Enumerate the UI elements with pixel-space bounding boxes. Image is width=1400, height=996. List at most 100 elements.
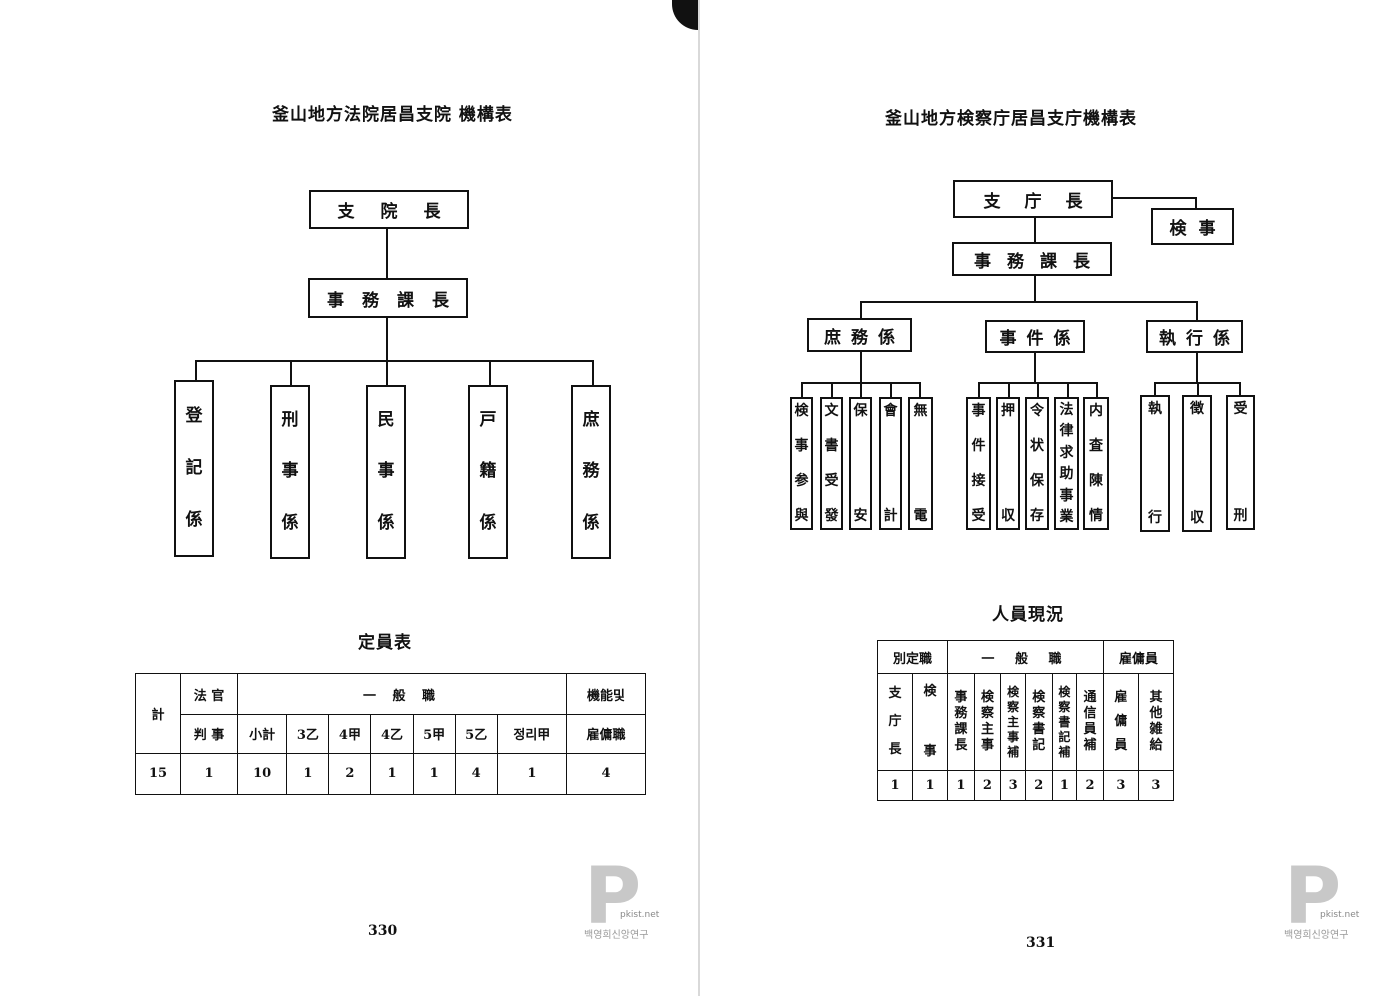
unit-char: 會 bbox=[883, 403, 898, 419]
left-page: 釜山地方法院居昌支院 機構表 支 院 長 事 務 課 長 登 記 係 刑 事 係… bbox=[135, 105, 660, 941]
unit-family-register: 戸 籍 係 bbox=[468, 385, 508, 559]
unit-char: 査 bbox=[1089, 438, 1103, 454]
unit-registry: 登 記 係 bbox=[174, 380, 214, 557]
section-execution: 執 行 係 bbox=[1146, 320, 1243, 353]
connector bbox=[592, 360, 594, 386]
unit-execution: 執 行 bbox=[1140, 395, 1170, 532]
unit-char: 存 bbox=[1030, 508, 1044, 524]
unit-char: 事 bbox=[281, 461, 299, 482]
unit-char: 状 bbox=[1030, 438, 1044, 454]
watermark-logo: P pkist.net 백영희신앙연구 bbox=[1284, 858, 1364, 941]
col-admin-chief: 事務課長 bbox=[947, 673, 975, 771]
page-number: 331 bbox=[1026, 935, 1056, 951]
unit-char: 令 bbox=[1030, 403, 1044, 419]
table-cell: 1 bbox=[286, 752, 330, 796]
connector bbox=[1195, 197, 1197, 210]
unit-case-intake: 事 件 接 受 bbox=[966, 397, 991, 530]
box-char: 事 bbox=[999, 329, 1017, 349]
col-prosecutor: 検事 bbox=[911, 673, 949, 771]
col-char: 察 bbox=[1058, 699, 1071, 714]
connector bbox=[919, 382, 921, 398]
table-cell: 1 bbox=[947, 769, 975, 802]
box-char: 庶 bbox=[824, 327, 841, 348]
watermark-korean: 백영희신앙연구 bbox=[1284, 930, 1349, 941]
col-char: 検 bbox=[923, 683, 937, 699]
box-char: 件 bbox=[1026, 329, 1044, 349]
col-char: 検 bbox=[980, 689, 994, 705]
box-admin-chief: 事 務 課 長 bbox=[952, 242, 1112, 276]
connector bbox=[195, 360, 197, 382]
col-char: 記 bbox=[1032, 738, 1046, 754]
col-char: 主 bbox=[980, 722, 994, 737]
watermark-site: pkist.net bbox=[1320, 910, 1360, 920]
table-cell: 1 bbox=[877, 769, 913, 802]
box-char: 行 bbox=[1186, 329, 1203, 349]
unit-char: 保 bbox=[853, 403, 868, 419]
unit-accounting: 會 計 bbox=[879, 397, 902, 530]
unit-char: 陳 bbox=[1089, 473, 1103, 489]
unit-char: 受 bbox=[971, 508, 986, 524]
col-prosecution-clerk: 検察書記 bbox=[1024, 673, 1053, 771]
box-char: 長 bbox=[432, 290, 449, 311]
unit-char: 係 bbox=[479, 512, 497, 533]
group-judges: 法 官 bbox=[180, 672, 238, 716]
box-char: 検 bbox=[1169, 219, 1187, 239]
unit-char: 與 bbox=[794, 508, 809, 524]
table-cell: 1 bbox=[370, 752, 414, 796]
col-char: 書 bbox=[1058, 714, 1071, 729]
box-char: 務 bbox=[1007, 251, 1024, 272]
connector bbox=[386, 228, 388, 278]
group-general: 一 般 職 bbox=[237, 672, 567, 716]
box-char: 務 bbox=[851, 327, 868, 348]
watermark-site: pkist.net bbox=[620, 910, 660, 920]
box-char: 事 bbox=[1198, 219, 1216, 239]
col-char: 庁 bbox=[888, 713, 902, 729]
col-char: 検 bbox=[1007, 684, 1020, 699]
table-cell: 15 bbox=[135, 752, 181, 796]
connector bbox=[1008, 382, 1010, 398]
box-admin-chief: 事 務 課 長 bbox=[308, 278, 468, 318]
left-table-title: 定員表 bbox=[358, 633, 412, 653]
right-page: 釜山地方検察庁居昌支庁機構表 支 庁 長 検 事 事 務 課 長 庶 務 bbox=[700, 0, 1400, 996]
connector bbox=[1196, 351, 1198, 383]
table-cell: 2 bbox=[1024, 769, 1053, 802]
section-case-affairs: 事 件 係 bbox=[985, 320, 1085, 353]
col-char: 務 bbox=[954, 705, 968, 721]
box-char: 院 bbox=[380, 202, 398, 222]
col-char: 察 bbox=[1032, 705, 1046, 721]
unit-char: 係 bbox=[281, 512, 299, 533]
col-char: 事 bbox=[923, 744, 937, 759]
table-cell: 1 bbox=[496, 752, 568, 796]
unit-char: 検 bbox=[794, 403, 809, 419]
table-cell: 4 bbox=[566, 752, 646, 796]
unit-internal-investigation: 内 査 陳 情 bbox=[1083, 397, 1109, 530]
col-char: 課 bbox=[954, 722, 968, 737]
unit-char: 無 bbox=[913, 403, 928, 419]
head-box-branch-chief: 支 庁 長 bbox=[953, 180, 1113, 218]
unit-char: 刑 bbox=[281, 410, 299, 431]
col-char: 察 bbox=[980, 705, 994, 721]
table-cell: 1 bbox=[412, 752, 456, 796]
group-special: 別定職 bbox=[876, 639, 949, 675]
group-functional: 機能및 bbox=[566, 672, 646, 716]
unit-criminal: 刑 事 係 bbox=[270, 385, 310, 559]
unit-char: 収 bbox=[1001, 508, 1015, 524]
col-grade: 정리甲 bbox=[496, 714, 568, 754]
group-employed: 雇傭員 bbox=[1102, 639, 1175, 675]
col-char: 検 bbox=[1032, 689, 1046, 705]
unit-seizure: 押 収 bbox=[996, 397, 1020, 530]
right-page-title: 釜山地方検察庁居昌支庁機構表 bbox=[885, 109, 1137, 129]
box-char: 課 bbox=[397, 290, 414, 311]
unit-char: 事 bbox=[1059, 487, 1074, 504]
col-char: 事 bbox=[1007, 729, 1020, 744]
col-char: 事 bbox=[980, 738, 994, 754]
table-cell: 3 bbox=[1000, 769, 1026, 802]
col-char: 雇 bbox=[1114, 689, 1128, 705]
col-char: 支 bbox=[888, 685, 902, 701]
unit-security: 保 安 bbox=[849, 397, 872, 530]
connector bbox=[386, 317, 388, 361]
connector bbox=[1037, 382, 1039, 398]
col-other-miscellaneous: 其他雑給 bbox=[1137, 673, 1175, 771]
col-grade: 4乙 bbox=[370, 714, 414, 754]
unit-char: 徴 bbox=[1190, 401, 1204, 417]
